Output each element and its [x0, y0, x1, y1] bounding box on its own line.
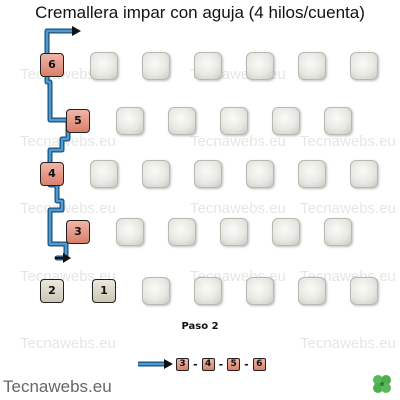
bead: [350, 277, 378, 305]
bead-numbered: 2: [40, 279, 64, 303]
bead: [246, 52, 274, 80]
bead: [194, 277, 222, 305]
bead: [142, 52, 170, 80]
bead: [324, 107, 352, 135]
bead: [194, 52, 222, 80]
bead: [90, 52, 118, 80]
bead: [272, 107, 300, 135]
bead-numbered: 4: [40, 162, 64, 186]
bead: [90, 160, 118, 188]
sequence-separator: -: [244, 357, 249, 371]
sequence-bead: 4: [201, 357, 215, 371]
bead: [298, 160, 326, 188]
bead: [272, 218, 300, 246]
sequence-arrow-icon: [138, 359, 173, 369]
bead-numbered: 3: [66, 220, 90, 244]
bead: [246, 277, 274, 305]
sequence-bead: 5: [227, 357, 241, 371]
bead: [220, 107, 248, 135]
sequence-separator: -: [218, 357, 224, 371]
bead: [246, 160, 274, 188]
bead: [142, 160, 170, 188]
bead: [168, 107, 196, 135]
thread-end-arrow-icon: [72, 26, 81, 36]
bead-numbered: 5: [66, 109, 90, 133]
sequence-separator: -: [193, 357, 198, 371]
bead: [324, 218, 352, 246]
bead: [116, 218, 144, 246]
needle-start-arrow-icon: [63, 253, 71, 263]
four-leaf-clover-icon: [373, 375, 391, 393]
bead-numbered: 1: [92, 279, 116, 303]
bead: [168, 218, 196, 246]
bead-sequence: 3 - 4 - 5 - 6: [138, 356, 266, 372]
bead: [142, 277, 170, 305]
bead: [350, 160, 378, 188]
bead: [350, 52, 378, 80]
bead-numbered: 6: [40, 53, 64, 77]
sequence-bead: 3: [176, 357, 189, 371]
sequence-bead: 6: [252, 357, 266, 371]
bead: [298, 52, 326, 80]
bead: [220, 218, 248, 246]
site-brand: Tecnawebs.eu: [3, 377, 112, 396]
bead: [298, 277, 326, 305]
page-title: Cremallera impar con aguja (4 hilos/cuen…: [35, 3, 365, 22]
bead: [116, 107, 144, 135]
step-label: Paso 2: [181, 321, 219, 332]
bead: [194, 160, 222, 188]
